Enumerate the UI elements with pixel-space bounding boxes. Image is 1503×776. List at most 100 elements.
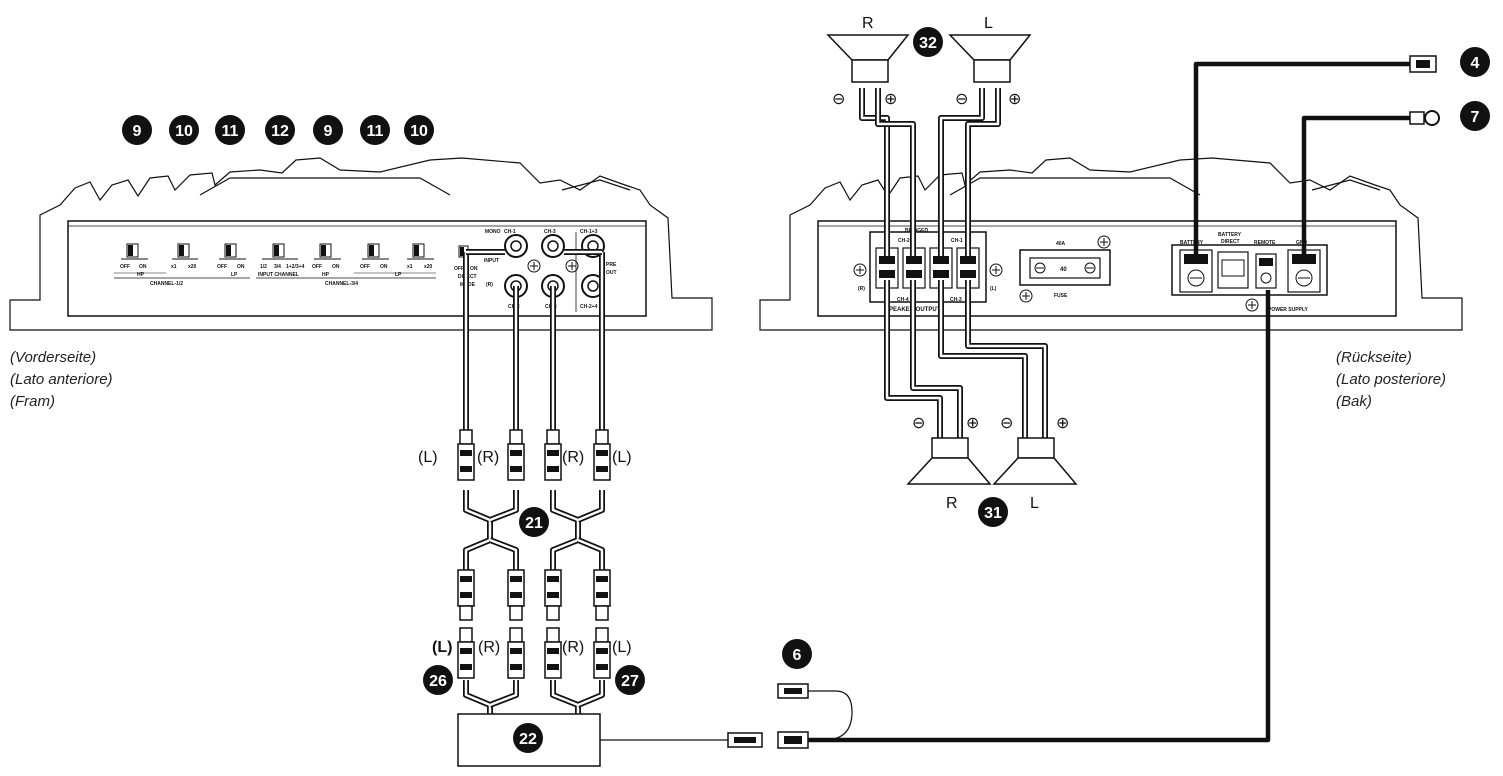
label-speaker-bottom-r: R bbox=[946, 495, 958, 512]
label-rca-top-l2: (L) bbox=[612, 449, 632, 466]
polarity-minus-icon: ⊖ bbox=[955, 91, 968, 108]
svg-text:7: 7 bbox=[1471, 109, 1480, 126]
ground-screw-front-2 bbox=[565, 259, 579, 273]
rca-plugs-bottom: (L) (R) (R) (L) bbox=[432, 627, 632, 679]
label-speaker-top-r: R bbox=[862, 15, 874, 32]
svg-text:12: 12 bbox=[271, 123, 289, 140]
svg-text:22: 22 bbox=[519, 731, 537, 748]
svg-text:(Bak): (Bak) bbox=[1336, 393, 1372, 410]
badge-10: 10 bbox=[169, 115, 199, 145]
rca-plug bbox=[507, 569, 525, 621]
label-ch1: CH-1 bbox=[504, 229, 516, 235]
badge-27: 27 bbox=[615, 665, 645, 695]
svg-text:OFF: OFF bbox=[360, 264, 370, 270]
svg-text:4: 4 bbox=[1471, 55, 1480, 72]
svg-text:32: 32 bbox=[919, 35, 937, 52]
polarity-minus-icon: ⊖ bbox=[1000, 415, 1013, 432]
badge-4: 4 bbox=[1460, 47, 1490, 77]
terminal-ch2-neg[interactable] bbox=[875, 247, 899, 289]
label-lp1: LP bbox=[231, 272, 238, 278]
jack-ch3[interactable] bbox=[541, 234, 565, 258]
label-fuse: FUSE bbox=[1054, 293, 1068, 299]
label-rca-bottom-l: (L) bbox=[432, 639, 452, 656]
label-ch13: CH-1+3 bbox=[580, 229, 598, 235]
badge-9: 9 bbox=[313, 115, 343, 145]
badge-7: 7 bbox=[1460, 101, 1490, 131]
rca-plug bbox=[507, 627, 525, 679]
label-rear-ch1: CH-1 bbox=[951, 238, 963, 244]
terminal-battery[interactable] bbox=[1179, 249, 1213, 293]
label-hp2: HP bbox=[322, 272, 330, 278]
badge-21: 21 bbox=[519, 507, 549, 537]
polarity-plus-icon: ⊕ bbox=[1008, 91, 1021, 108]
svg-text:x1: x1 bbox=[407, 264, 413, 270]
label-input-channel: INPUT CHANNEL bbox=[258, 272, 299, 278]
label-remote: REMOTE bbox=[1254, 240, 1276, 246]
polarity-plus-icon: ⊕ bbox=[1056, 415, 1069, 432]
svg-text:x20: x20 bbox=[188, 264, 197, 270]
svg-text:OFF: OFF bbox=[120, 264, 130, 270]
svg-text:x1: x1 bbox=[171, 264, 177, 270]
speaker-top-r: R ⊖ ⊕ bbox=[826, 15, 910, 108]
svg-text:10: 10 bbox=[410, 123, 428, 140]
remote-connector bbox=[727, 683, 809, 749]
label-channel34: CHANNEL-3/4 bbox=[325, 281, 358, 287]
switch-gain1[interactable]: x1 x20 bbox=[171, 243, 198, 270]
label-fuse-value: 40 bbox=[1060, 267, 1067, 273]
speaker-bottom-r: R ⊖ ⊕ bbox=[906, 415, 992, 512]
label-power-supply: POWER SUPPLY bbox=[1268, 307, 1308, 313]
label-ch24: CH-2+4 bbox=[580, 304, 598, 310]
label-ch3: CH-3 bbox=[544, 229, 556, 235]
label-fuse-rating: 40A bbox=[1056, 241, 1066, 247]
label-battery-direct-1: BATTERY bbox=[1218, 232, 1242, 238]
label-out: OUT bbox=[606, 270, 617, 276]
switch-lp2[interactable]: OFF ON bbox=[360, 243, 389, 270]
jack-ch1[interactable] bbox=[504, 234, 528, 258]
power-wires bbox=[600, 55, 1440, 749]
label-speaker-bottom-l: L bbox=[1030, 495, 1039, 512]
label-rear-l: (L) bbox=[990, 286, 997, 292]
polarity-minus-icon: ⊖ bbox=[912, 415, 925, 432]
rca-plug bbox=[544, 569, 562, 621]
terminal-battery-direct[interactable] bbox=[1217, 251, 1249, 289]
terminal-ch1-neg[interactable] bbox=[929, 247, 953, 289]
label-rca-bottom-l2: (L) bbox=[612, 639, 632, 656]
badge-11: 11 bbox=[360, 115, 390, 145]
rca-plug bbox=[593, 569, 611, 621]
ground-screw-front-1 bbox=[527, 259, 541, 273]
terminal-gnd[interactable] bbox=[1287, 249, 1321, 293]
rca-plug bbox=[593, 429, 611, 481]
ground-screw-rear-4 bbox=[1019, 289, 1033, 303]
ground-screw-rear-2 bbox=[989, 263, 1003, 277]
svg-text:26: 26 bbox=[429, 673, 447, 690]
svg-text:(Lato posteriore): (Lato posteriore) bbox=[1336, 371, 1446, 388]
speaker-output-terminal: BRIDGED CH-2 CH-1 CH-4 CH-3 SPEAKER OUTP… bbox=[853, 228, 1003, 313]
label-rear-ch4: CH-4 bbox=[897, 297, 909, 303]
ground-screw-rear-1 bbox=[853, 263, 867, 277]
fuse-holder: 40A 40 FUSE bbox=[1019, 235, 1111, 303]
svg-text:(Fram): (Fram) bbox=[10, 393, 55, 410]
ground-screw-rear-5 bbox=[1245, 298, 1259, 312]
svg-text:ON: ON bbox=[380, 264, 388, 270]
label-mono: MONO bbox=[485, 229, 501, 235]
svg-text:ON: ON bbox=[332, 264, 340, 270]
badge-6: 6 bbox=[782, 639, 812, 669]
speaker-bottom-l: L ⊖ ⊕ bbox=[992, 415, 1078, 512]
label-lp2: LP bbox=[395, 272, 402, 278]
rca-plug bbox=[544, 429, 562, 481]
label-rca-top-l: (L) bbox=[418, 449, 438, 466]
badge-32: 32 bbox=[913, 27, 943, 57]
svg-text:OFF: OFF bbox=[217, 264, 227, 270]
terminal-remote[interactable] bbox=[1255, 253, 1277, 289]
label-bridged: BRIDGED bbox=[905, 228, 928, 234]
badge-9: 9 bbox=[122, 115, 152, 145]
rca-plug bbox=[457, 569, 475, 621]
label-rear-ch2: CH-2 bbox=[898, 238, 910, 244]
